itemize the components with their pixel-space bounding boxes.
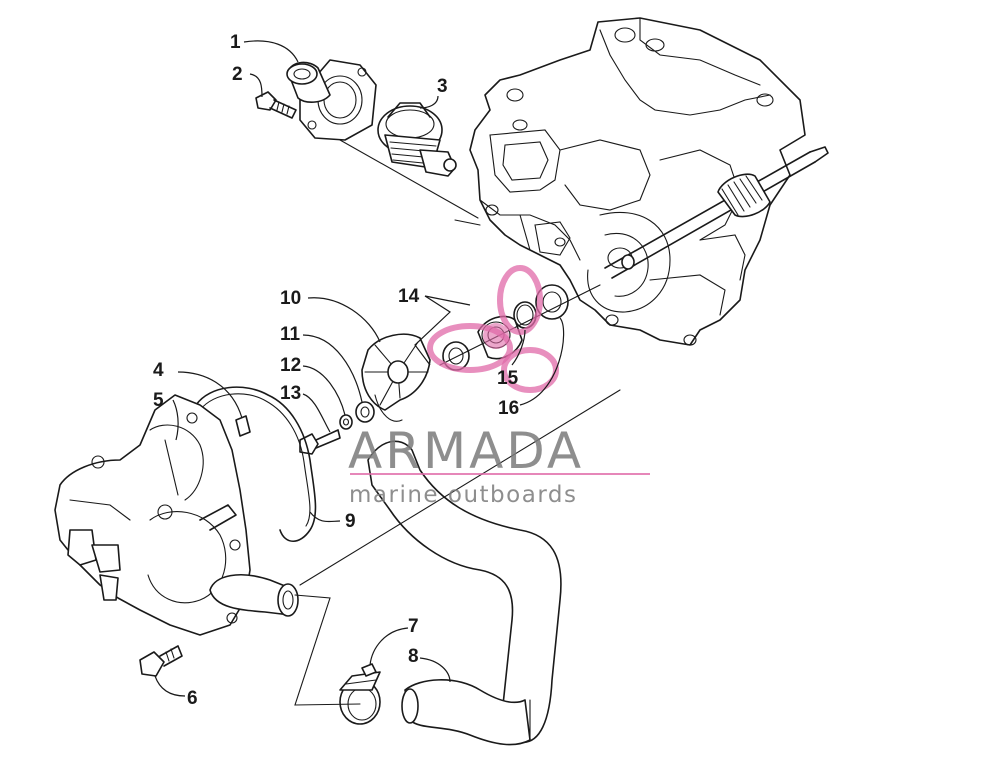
pump-gasket bbox=[195, 386, 317, 543]
callout-10: 10 bbox=[280, 288, 301, 309]
callout-2: 2 bbox=[232, 64, 243, 85]
watermark-subtitle: marine outboards bbox=[349, 482, 577, 508]
callout-14: 14 bbox=[398, 286, 420, 307]
callout-12: 12 bbox=[280, 355, 301, 376]
hose-clamp bbox=[339, 663, 381, 725]
armada-logo bbox=[427, 265, 559, 393]
callout-8: 8 bbox=[408, 646, 419, 667]
callout-4: 4 bbox=[153, 360, 164, 381]
thermostat-bolt bbox=[255, 91, 297, 119]
callout-15: 15 bbox=[497, 368, 519, 389]
thermostat-cover bbox=[286, 59, 377, 141]
callout-16: 16 bbox=[498, 398, 519, 419]
callout-3: 3 bbox=[437, 76, 448, 97]
callout-leaders bbox=[154, 40, 565, 697]
callout-5: 5 bbox=[153, 390, 164, 411]
callout-1: 1 bbox=[230, 32, 241, 53]
dowel-pin bbox=[235, 415, 251, 437]
oil-seal-16 bbox=[535, 284, 569, 320]
callout-9: 9 bbox=[345, 511, 356, 532]
callout-7: 7 bbox=[408, 616, 419, 637]
water-pump-cover bbox=[54, 394, 299, 636]
callout-13: 13 bbox=[280, 383, 301, 404]
engine-crankcase bbox=[454, 17, 806, 346]
watermark-title: ARMADA bbox=[348, 422, 584, 480]
callout-6: 6 bbox=[187, 688, 198, 709]
cover-bolt bbox=[139, 645, 183, 677]
thermostat bbox=[377, 102, 457, 177]
drive-shaft bbox=[604, 146, 829, 279]
callout-11: 11 bbox=[280, 324, 301, 345]
coolant-hose bbox=[367, 440, 562, 746]
pump-to-block-line bbox=[299, 389, 621, 586]
pump-gasket-inner bbox=[199, 393, 311, 527]
thermostat-axis-line bbox=[339, 139, 479, 219]
washer-11 bbox=[355, 401, 375, 423]
impeller bbox=[361, 333, 431, 422]
pump-axis-line bbox=[439, 284, 601, 366]
hose-route-line bbox=[294, 594, 361, 706]
washer-12 bbox=[339, 414, 353, 430]
